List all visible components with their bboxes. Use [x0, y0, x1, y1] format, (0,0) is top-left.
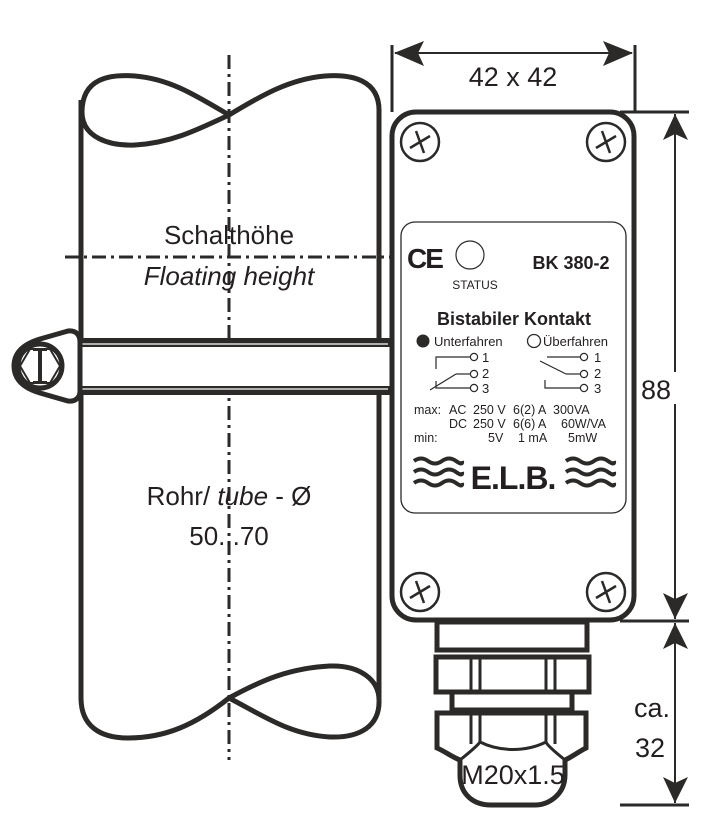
- gland-thread-label: M20x1.5: [461, 760, 565, 790]
- hex-nut-icon: [18, 348, 62, 384]
- height-dimension-label: 88: [641, 375, 671, 405]
- pipe-top-break: [79, 73, 382, 148]
- clamp-band-bottom: [62, 386, 394, 395]
- pipe-bottom-break: [78, 663, 382, 741]
- gland-neck: [434, 619, 590, 653]
- terminal-3-left: 3: [482, 381, 489, 396]
- contact-diagram-above: [539, 352, 589, 393]
- arrow-up-icon: [663, 623, 688, 649]
- terminal-2-left: 2: [482, 366, 489, 381]
- screw-bottom-right: [585, 571, 627, 613]
- tube-diameter: 50...70: [189, 521, 269, 551]
- terminal-1-left: 1: [482, 350, 489, 365]
- gland-height-label: 32: [635, 733, 665, 763]
- spec-min-label: min:: [414, 431, 438, 445]
- tube-label-en: tube: [217, 481, 268, 511]
- mode-below-label: Unterfahren: [434, 334, 503, 349]
- spec-table: max: AC 250 V 6(2) A 300VA DC 250 V 6(6)…: [414, 403, 607, 445]
- status-label: STATUS: [452, 278, 498, 292]
- spec-dc-voltage: 250 V: [473, 417, 506, 431]
- status-led: [455, 240, 485, 270]
- wave-icon-left: [412, 456, 465, 488]
- width-dimension-label: 42 x 42: [469, 62, 558, 92]
- screw-top-right: [585, 121, 627, 163]
- spec-dc: DC: [449, 417, 467, 431]
- label-plate: [400, 221, 627, 514]
- gland-dome: [434, 710, 589, 808]
- arrow-left-icon: [394, 41, 424, 66]
- spec-ac-current: 6(2) A: [513, 403, 547, 417]
- contact-diagram-below: [429, 352, 479, 393]
- arrow-right-icon: [603, 41, 633, 66]
- tube-label-de: Rohr/: [147, 481, 218, 511]
- screw-bottom-left: [399, 571, 441, 613]
- clamp-band-top: [62, 338, 394, 347]
- screw-top-left: [399, 121, 441, 163]
- terminal-3-right: 3: [594, 381, 601, 396]
- housing: CE STATUS BK 380-2 Bistabiler Kontakt Un…: [389, 109, 637, 623]
- spec-dc-power: 60W/VA: [561, 417, 607, 431]
- spec-min-power: 5mW: [568, 431, 597, 445]
- arrow-down-icon: [663, 777, 688, 803]
- model-number: BK 380-2: [532, 253, 609, 273]
- filled-circle-icon: [416, 334, 430, 348]
- switch-height-label-de: Schalthöhe: [164, 220, 294, 250]
- spec-dc-current: 6(6) A: [513, 417, 547, 431]
- switch-height-label-en: Floating height: [144, 261, 316, 291]
- ce-mark-icon: CE: [407, 243, 443, 274]
- dimension-height: [620, 110, 689, 623]
- wave-icon-right: [564, 456, 617, 488]
- terminal-1-right: 1: [594, 350, 601, 365]
- spec-min-current: 1 mA: [518, 431, 548, 445]
- gland-nut: [433, 654, 592, 695]
- gland-height-prefix: ca.: [634, 693, 670, 723]
- label-heading: Bistabiler Kontakt: [437, 309, 591, 329]
- arrow-up-icon: [663, 114, 688, 140]
- gland-ring: [449, 689, 575, 713]
- terminal-2-right: 2: [594, 366, 601, 381]
- tube-label-suffix: - Ø: [268, 481, 311, 511]
- arrow-down-icon: [663, 593, 688, 619]
- brand-logo: E.L.B.: [471, 460, 556, 496]
- pipe-clamp: [11, 328, 394, 404]
- pipe: [65, 55, 392, 760]
- spec-max-label: max:: [414, 403, 441, 417]
- spec-ac-voltage: 250 V: [473, 403, 506, 417]
- mode-above-label: Überfahren: [543, 334, 608, 349]
- dimension-width: [390, 41, 637, 112]
- cable-gland: [433, 619, 592, 808]
- spec-ac: AC: [449, 403, 466, 417]
- spec-ac-power: 300VA: [553, 403, 590, 417]
- open-circle-icon: [526, 333, 542, 349]
- spec-min-voltage: 5V: [488, 431, 504, 445]
- tube-label: Rohr/ tube - Ø: [147, 481, 312, 511]
- dimension-gland-height: [620, 623, 689, 807]
